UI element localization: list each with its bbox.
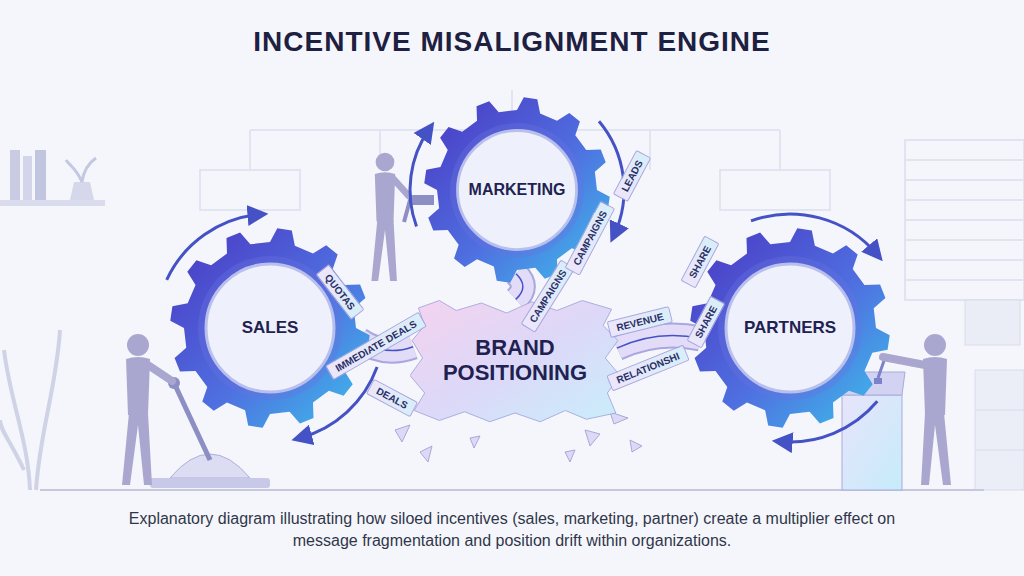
ribbon-label: LEADS — [613, 150, 651, 202]
legs — [371, 220, 397, 281]
gear-teeth — [170, 228, 369, 427]
gear-hub — [726, 264, 854, 392]
head — [924, 334, 946, 356]
worker-figure — [122, 334, 172, 485]
legs — [122, 413, 152, 485]
worker-figure — [371, 153, 408, 281]
ribbon-label: RELATIONSHI — [606, 345, 689, 392]
gear-node: SALES — [170, 228, 370, 428]
gear-ring — [450, 123, 584, 257]
ribbon-label: REVENUE — [607, 306, 674, 338]
rotation-arrows — [167, 121, 878, 442]
gear-teeth — [690, 228, 889, 427]
bookshelf — [0, 150, 105, 206]
ribbon-label: DEALS — [366, 379, 418, 417]
plant — [0, 330, 60, 490]
gear-label: SALES — [242, 318, 299, 338]
ribbon-edge — [516, 274, 523, 300]
ribbon-body — [516, 274, 523, 300]
gear-label: PARTNERS — [744, 318, 836, 338]
diagram-title: INCENTIVE MISALIGNMENT ENGINE — [0, 26, 1024, 58]
head — [376, 153, 395, 172]
gear-hub — [206, 264, 334, 392]
ribbon-connector — [516, 274, 523, 300]
gear-label: MARKETING — [469, 181, 566, 199]
cabinet — [965, 300, 1024, 490]
banner-outline — [410, 300, 620, 421]
ribbon-line — [516, 274, 523, 300]
gear-hub — [457, 130, 576, 249]
head — [127, 334, 149, 356]
legs — [921, 413, 951, 485]
gear-ring — [718, 256, 862, 400]
arm — [883, 357, 925, 365]
banner-node: BRAND POSITIONING — [410, 298, 620, 423]
diagram-caption: Explanatory diagram illustrating how sil… — [102, 508, 922, 553]
arm — [394, 179, 409, 196]
arm — [148, 365, 172, 381]
gear-node: PARTNERS — [690, 228, 890, 428]
window — [905, 140, 1024, 300]
shards — [395, 412, 642, 462]
banner-label: BRAND POSITIONING — [425, 335, 605, 386]
worker-figure — [883, 334, 951, 485]
